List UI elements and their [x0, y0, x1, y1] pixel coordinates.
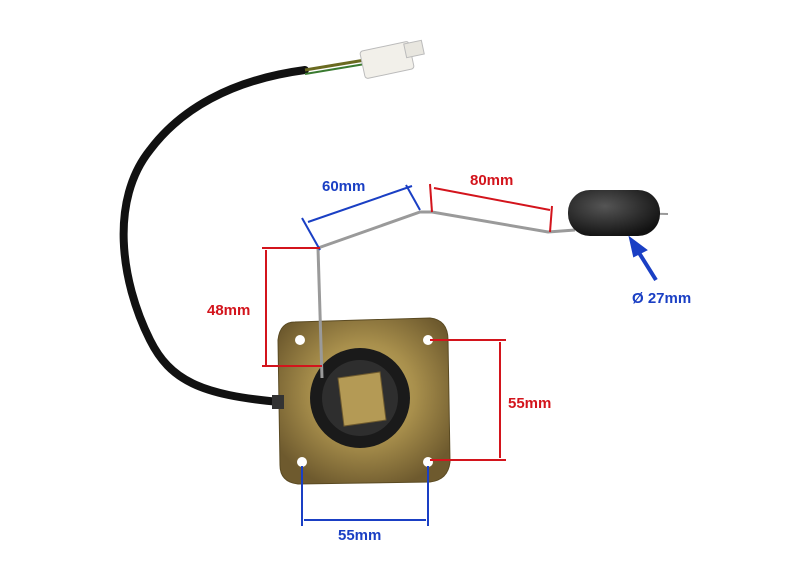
dimension-label-rod-48: 48mm: [207, 302, 251, 319]
connector-plug: [359, 39, 425, 79]
dimension-label-vertical-55: 55mm: [508, 395, 552, 412]
float: [568, 190, 669, 236]
float-arm: [316, 210, 576, 379]
mounting-plate: [272, 317, 451, 485]
dimension-label-float-diameter: Ø 27mm: [632, 290, 692, 307]
wire-cable: [119, 66, 309, 406]
blue-dimension-lines: [301, 184, 658, 526]
dimension-label-arm-80: 80mm: [470, 172, 514, 189]
dimension-label-horizontal-55: 55mm: [338, 527, 382, 544]
dimension-label-arm-60: 60mm: [322, 178, 366, 195]
red-dimension-lines: [262, 183, 553, 461]
